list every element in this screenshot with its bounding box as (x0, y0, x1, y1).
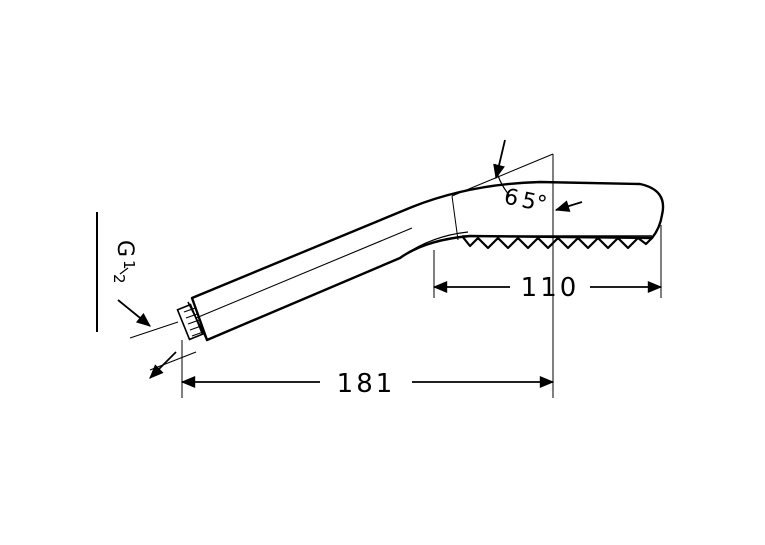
angle-left-extension (451, 195, 459, 241)
handle-end-line (187, 301, 208, 341)
angle-arrow-upper (493, 139, 506, 180)
dim-181-label: 181 (337, 369, 396, 399)
thread-extension-line-2 (149, 351, 197, 371)
thread-size-label: G 1 2 (110, 240, 138, 284)
thread-extension-line (129, 321, 179, 339)
dim-110-label: 110 (521, 273, 580, 303)
shower-body-outline (190, 180, 665, 342)
thread-numerator: 1 (120, 260, 138, 270)
thread-fraction-bar (119, 267, 129, 275)
angle-unit: ° (533, 191, 553, 219)
spray-nozzle-face (461, 235, 653, 250)
angle-arrow-right (554, 200, 583, 212)
thread-denominator: 2 (110, 274, 128, 284)
handle-centerline (195, 227, 413, 319)
head-inner-curve (399, 231, 469, 259)
thread-letter: G (112, 240, 137, 257)
thread-leader-upper (117, 299, 151, 327)
